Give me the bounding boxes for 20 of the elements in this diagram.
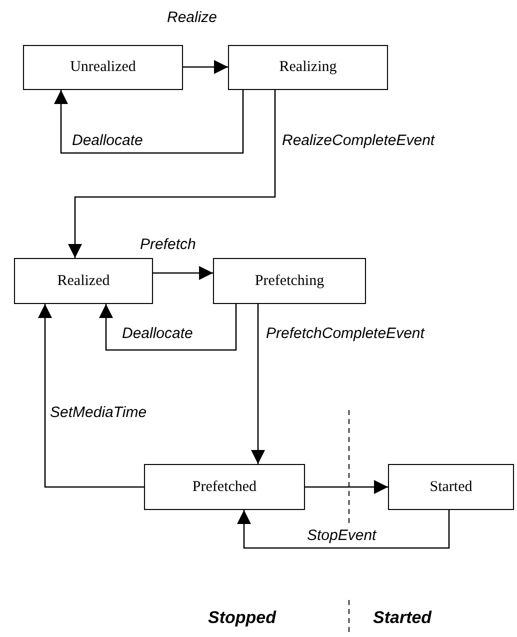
edge-label: RealizeCompleteEvent — [282, 132, 435, 150]
region-label: Stopped — [208, 608, 276, 628]
state-box: Realized — [14, 258, 153, 304]
arrow — [251, 304, 265, 464]
state-box: Unrealized — [23, 45, 183, 90]
region-label: Started — [373, 608, 432, 628]
arrow — [153, 266, 213, 280]
arrow — [68, 90, 276, 258]
arrow — [99, 304, 237, 351]
edge-label: StopEvent — [307, 527, 376, 545]
arrow — [54, 90, 244, 154]
state-box: Prefetching — [213, 258, 366, 304]
edge-label: PrefetchCompleteEvent — [266, 325, 424, 343]
arrow — [305, 480, 388, 494]
arrow — [38, 304, 144, 488]
state-box: Realizing — [228, 45, 388, 90]
state-box: Prefetched — [144, 464, 305, 510]
state-box: Started — [388, 464, 514, 510]
arrow — [183, 60, 228, 74]
arrow — [237, 510, 450, 549]
